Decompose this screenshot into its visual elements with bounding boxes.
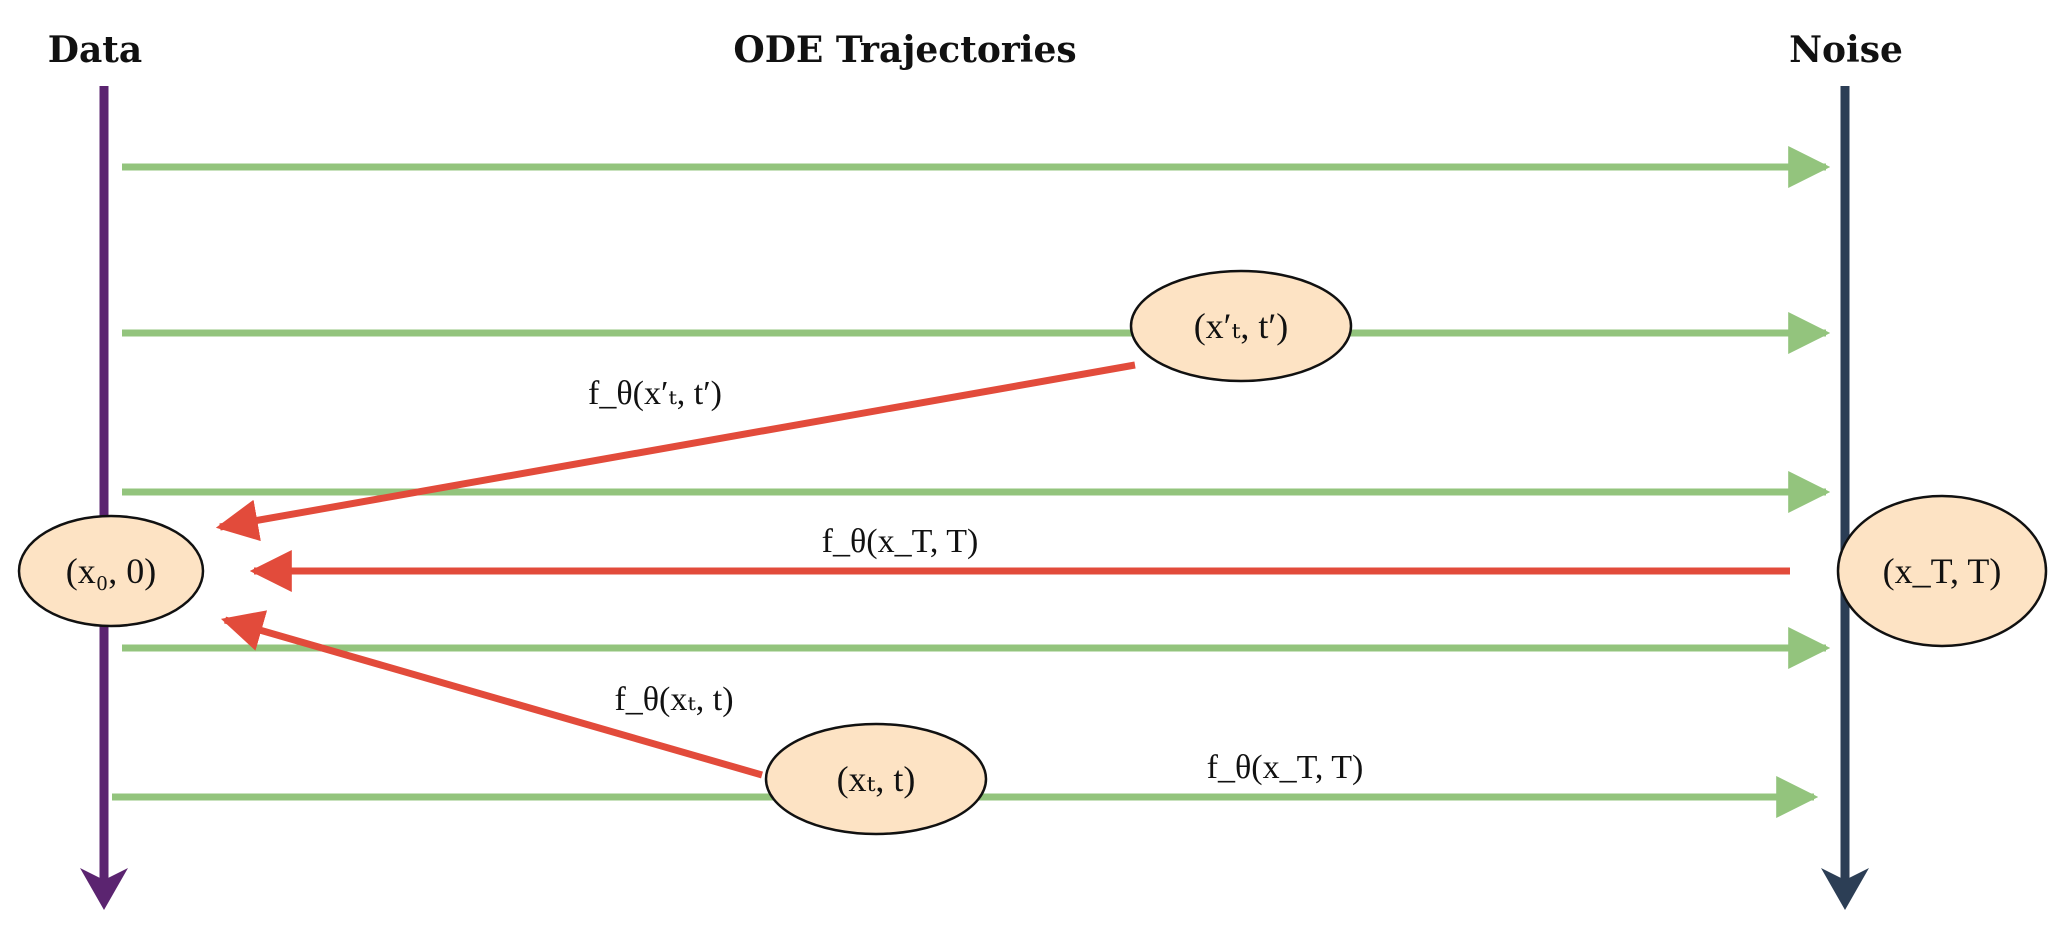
label-f-xT: f_θ(x_T, T) xyxy=(822,523,979,560)
node-xT-label: (x_T, T) xyxy=(1883,551,2002,591)
mapping-arrow-xt xyxy=(220,610,763,779)
node-x0: (x₀, 0) xyxy=(17,514,205,628)
node-xT: (x_T, T) xyxy=(1836,494,2048,648)
mapping-arrow-xt-prime xyxy=(215,361,1136,542)
data-axis xyxy=(80,86,128,910)
node-xt-prime-label: (x′ₜ, t′) xyxy=(1194,306,1289,346)
node-xt-label: (xₜ, t) xyxy=(837,759,916,799)
label-f-bottom: f_θ(x_T, T) xyxy=(1207,749,1364,786)
noise-axis xyxy=(1821,86,1869,910)
label-f-xt-prime: f_θ(x′ₜ, t′) xyxy=(588,375,722,412)
node-xt: (xₜ, t) xyxy=(764,722,988,836)
node-xt-prime: (x′ₜ, t′) xyxy=(1129,269,1353,383)
noise-header: Noise xyxy=(1789,29,1903,71)
data-header: Data xyxy=(48,29,143,71)
ode-trajectories-header: ODE Trajectories xyxy=(733,29,1076,71)
node-x0-label: (x₀, 0) xyxy=(66,551,157,591)
label-f-xt: f_θ(xₜ, t) xyxy=(614,681,733,718)
